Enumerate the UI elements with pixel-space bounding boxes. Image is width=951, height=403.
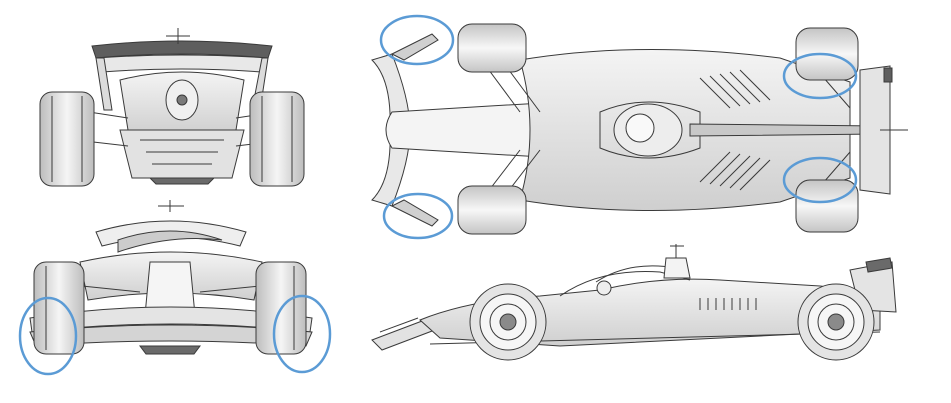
rear-left-tyre [39,91,95,187]
highlight-markers [18,14,858,376]
front-view [29,200,313,355]
sidepod-louvres-lower [699,151,771,191]
side-louvres [699,298,757,310]
highlight-front-view-left [18,296,78,376]
sidepod-louvres-upper [699,69,771,109]
top-view [371,23,908,235]
side-front-wheel [469,283,547,361]
highlight-rear-suspension-upper [782,52,858,100]
highlight-front-view-right [272,294,332,374]
rear-view [39,28,305,187]
highlight-front-wing-top-right [382,192,454,240]
top-front-left-tyre [457,23,527,73]
side-view [371,244,897,361]
highlight-front-wing-top-left [379,14,455,66]
rear-right-tyre [249,91,305,187]
highlight-rear-suspension-lower [782,156,858,204]
top-rear-right-tyre [795,179,859,233]
side-rear-wheel [797,283,875,361]
top-front-right-tyre [457,185,527,235]
rear-wing-top [859,65,891,195]
